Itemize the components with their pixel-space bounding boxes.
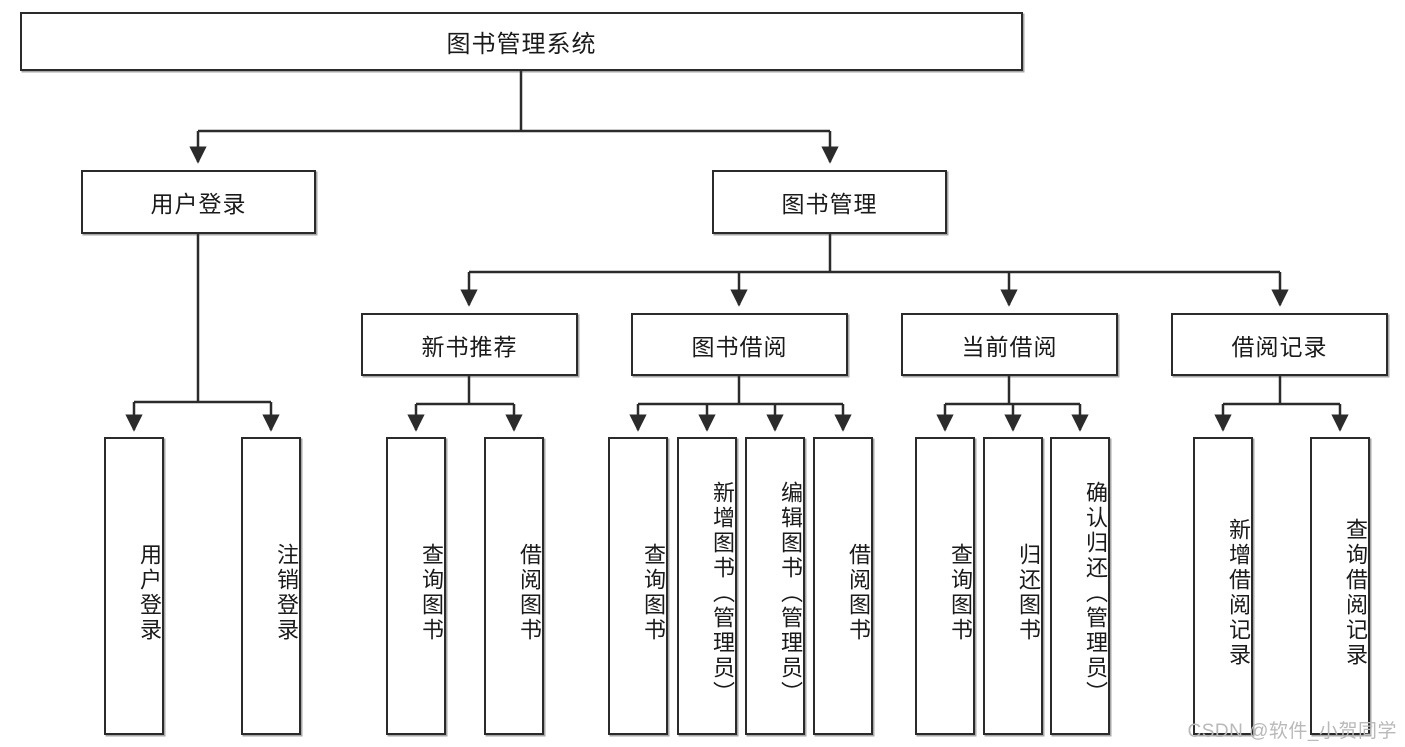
node-label: 注销登录 bbox=[274, 543, 299, 643]
node-label: 图书管理系统 bbox=[446, 31, 597, 58]
leaf-logout-login[interactable]: 注销登录 bbox=[241, 437, 301, 735]
leaf-user-login[interactable]: 用户登录 bbox=[104, 437, 164, 735]
node-label: 查询图书 bbox=[641, 543, 666, 643]
leaf-edit-book[interactable]: 编辑图书（管理员） bbox=[745, 437, 805, 735]
node-book-borrow[interactable]: 图书借阅 bbox=[631, 313, 848, 376]
node-label: 归还图书 bbox=[1016, 543, 1041, 643]
node-label: 查询图书 bbox=[419, 543, 444, 643]
leaf-query-book-1[interactable]: 查询图书 bbox=[386, 437, 446, 735]
node-label: 用户登录 bbox=[150, 191, 247, 217]
node-label: 查询图书 bbox=[948, 543, 973, 643]
node-borrow-record[interactable]: 借阅记录 bbox=[1171, 313, 1388, 376]
node-label: 新增借阅记录 bbox=[1226, 518, 1251, 668]
node-book-manage[interactable]: 图书管理 bbox=[712, 170, 947, 234]
node-user-login[interactable]: 用户登录 bbox=[81, 170, 316, 234]
leaf-return-book[interactable]: 归还图书 bbox=[983, 437, 1043, 735]
node-root-system[interactable]: 图书管理系统 bbox=[20, 12, 1023, 71]
node-label: 当前借阅 bbox=[961, 333, 1058, 360]
node-new-book-recommend[interactable]: 新书推荐 bbox=[361, 313, 578, 376]
node-label: 图书管理 bbox=[781, 191, 878, 217]
node-label: 查询借阅记录 bbox=[1343, 518, 1368, 668]
leaf-add-record[interactable]: 新增借阅记录 bbox=[1193, 437, 1253, 735]
node-label: 借阅图书 bbox=[517, 543, 542, 643]
node-label: 新增图书（管理员） bbox=[710, 480, 735, 706]
node-label: 编辑图书（管理员） bbox=[778, 480, 803, 706]
node-label: 借阅图书 bbox=[846, 543, 871, 643]
leaf-confirm-return[interactable]: 确认归还（管理员） bbox=[1050, 437, 1110, 735]
leaf-borrow-book-2[interactable]: 借阅图书 bbox=[813, 437, 873, 735]
node-label: 借阅记录 bbox=[1231, 333, 1328, 360]
node-current-borrow[interactable]: 当前借阅 bbox=[901, 313, 1118, 376]
leaf-query-book-3[interactable]: 查询图书 bbox=[915, 437, 975, 735]
node-label: 确认归还（管理员） bbox=[1083, 480, 1108, 706]
leaf-query-record[interactable]: 查询借阅记录 bbox=[1310, 437, 1370, 735]
watermark: CSDN @软件_小贺同学 bbox=[1187, 721, 1397, 742]
leaf-add-book[interactable]: 新增图书（管理员） bbox=[677, 437, 737, 735]
node-label: 新书推荐 bbox=[421, 333, 518, 360]
node-label: 图书借阅 bbox=[691, 333, 788, 360]
leaf-query-book-2[interactable]: 查询图书 bbox=[608, 437, 668, 735]
leaf-borrow-book-1[interactable]: 借阅图书 bbox=[484, 437, 544, 735]
node-label: 用户登录 bbox=[137, 543, 162, 643]
